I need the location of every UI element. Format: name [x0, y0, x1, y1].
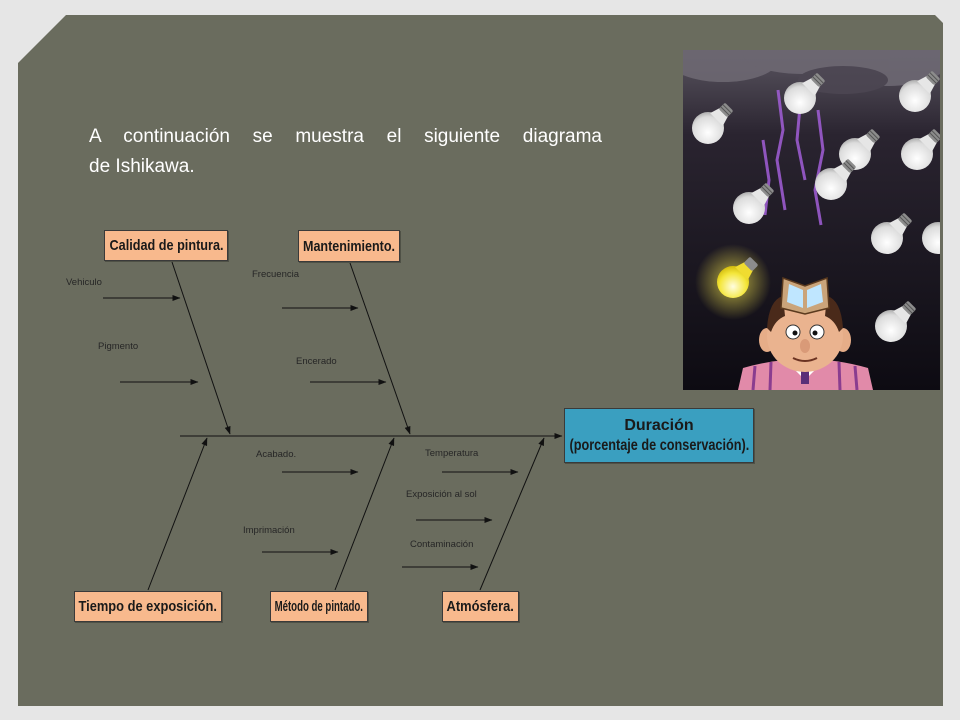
- cause-label-exposicion-al-sol: Exposición al sol: [406, 489, 477, 500]
- intro-line-1: A continuación se muestra el siguiente d…: [89, 126, 602, 147]
- category-label: Mantenimiento.: [303, 237, 396, 255]
- category-box-atmosfera: Atmósfera.: [442, 591, 519, 622]
- category-box-calidad-de-pintura: Calidad de pintura.: [104, 230, 228, 261]
- cause-label-acabado: Acabado.: [256, 449, 297, 460]
- category-label: Tiempo de exposición.: [78, 598, 218, 615]
- cause-label-contaminacion: Contaminación: [410, 539, 474, 550]
- category-label: Calidad de pintura.: [109, 237, 224, 254]
- category-box-mantenimiento: Mantenimiento.: [298, 230, 400, 262]
- illustration-svg: [683, 50, 940, 390]
- cause-label-temperatura: Temperatura: [425, 448, 479, 459]
- category-box-metodo-de-pintado: Método de pintado.: [270, 591, 368, 622]
- cause-label-frecuencia: Frecuencia: [252, 269, 299, 280]
- cause-label-encerado: Encerado: [296, 356, 337, 367]
- cause-label-imprimacion: Imprimación: [243, 525, 295, 536]
- storm-clouds: [683, 50, 940, 94]
- effect-box: Duración (porcentaje de conservación).: [564, 408, 754, 463]
- effect-subtitle: (porcentaje de conservación).: [569, 436, 749, 454]
- category-label: Método de pintado.: [274, 598, 364, 615]
- cause-label-pigmento: Pigmento: [98, 341, 139, 352]
- effect-title: Duración: [624, 416, 694, 434]
- cartoon-man: [738, 276, 873, 390]
- category-box-tiempo-de-exposicion: Tiempo de exposición.: [74, 591, 222, 622]
- cause-label-vehiculo: Vehiculo: [66, 277, 102, 288]
- intro-text: A continuación se muestra el siguiente d…: [89, 122, 602, 182]
- category-label: Atmósfera.: [446, 598, 515, 615]
- light-bulbs-illustration: [683, 50, 940, 390]
- intro-line-2: de Ishikawa.: [89, 156, 195, 177]
